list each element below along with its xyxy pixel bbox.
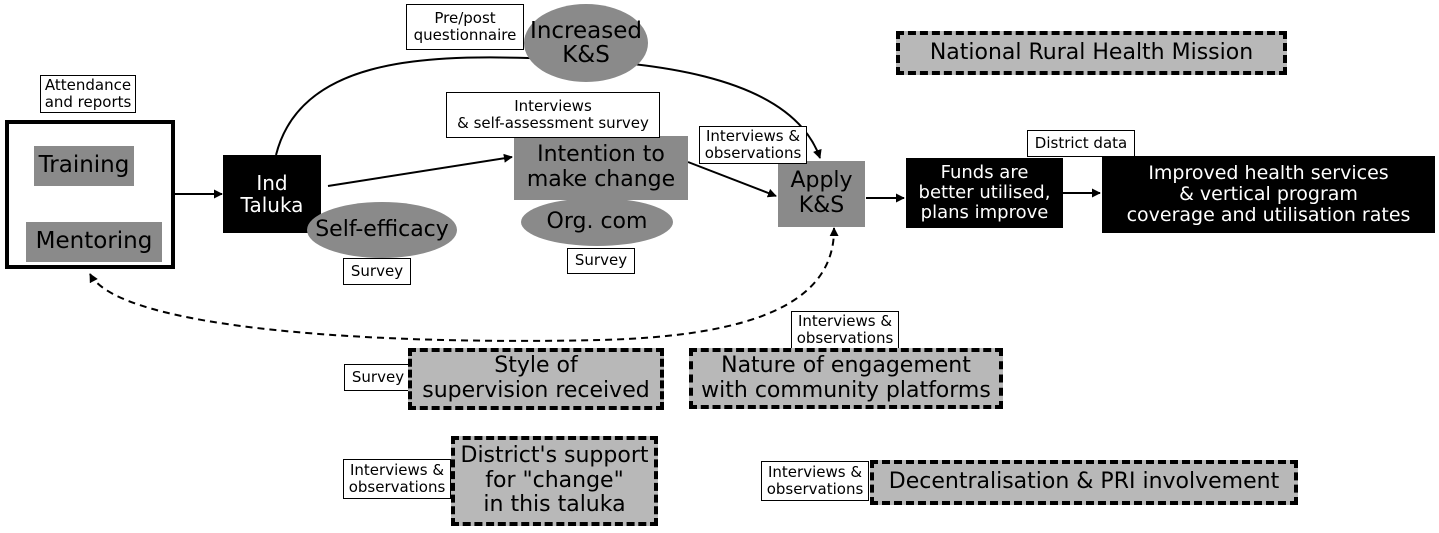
district-support-context: District's support for "change" in this … [451, 436, 658, 526]
interviews-observations-label-4: Interviews & observations [761, 461, 869, 501]
decentralisation-context: Decentralisation & PRI involvement [870, 460, 1298, 505]
ind-taluka-node: Ind Taluka [223, 155, 321, 233]
dashed-feedback-arc [89, 227, 839, 342]
interviews-observations-label-1: Interviews & observations [699, 126, 807, 164]
increased-ks-oval: Increased K&S [524, 4, 648, 82]
interviews-observations-label-2: Interviews & observations [791, 311, 899, 349]
attendance-label: Attendance and reports [40, 75, 136, 113]
improved-services-node: Improved health services & vertical prog… [1102, 156, 1435, 233]
nrhm-context: National Rural Health Mission [896, 31, 1287, 75]
org-com-oval: Org. com [521, 198, 673, 246]
survey-label-3: Survey [344, 364, 412, 391]
mentoring-node: Mentoring [26, 222, 162, 262]
arrow-taluka-to-intention [327, 153, 513, 187]
apply-ks-node: Apply K&S [778, 161, 865, 227]
interviews-observations-label-3: Interviews & observations [343, 459, 451, 499]
survey-label-2: Survey [567, 248, 635, 274]
arrow-intention-to-apply [687, 161, 777, 198]
survey-label-1: Survey [343, 258, 411, 285]
pre-post-label: Pre/post questionnaire [406, 4, 524, 50]
intention-node: Intention to make change [514, 136, 688, 200]
funds-node: Funds are better utilised, plans improve [906, 158, 1063, 228]
engagement-context: Nature of engagement with community plat… [689, 348, 1003, 409]
district-data-label: District data [1027, 130, 1135, 157]
inputs-frame [5, 120, 175, 269]
training-node: Training [34, 146, 134, 186]
self-efficacy-oval: Self-efficacy [307, 202, 457, 258]
interviews-self-assessment-label: Interviews & self-assessment survey [446, 92, 660, 138]
supervision-context: Style of supervision received [408, 348, 664, 410]
